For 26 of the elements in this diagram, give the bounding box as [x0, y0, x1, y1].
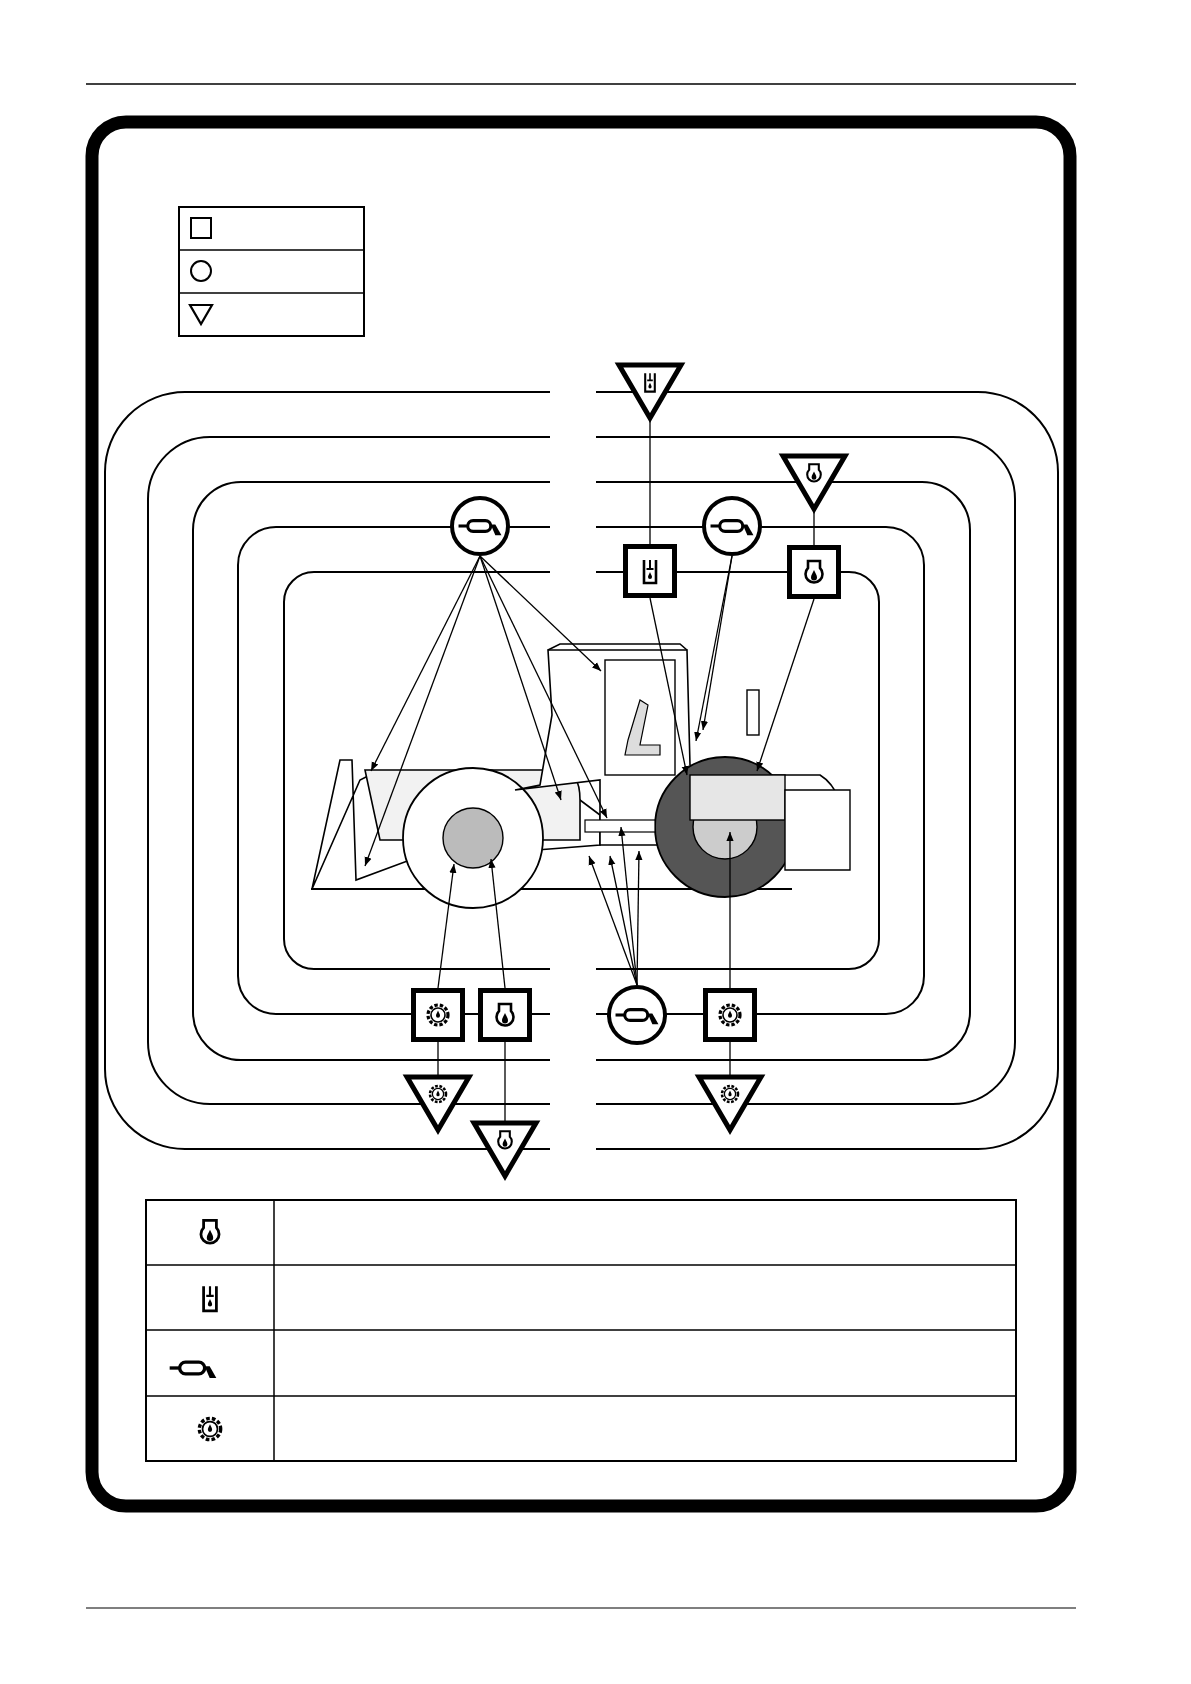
interval-square: [411, 988, 465, 1042]
interval-circle: [702, 496, 762, 556]
leader-line: [370, 555, 481, 772]
leader-line: [588, 855, 638, 986]
interval-triangle: [471, 1120, 539, 1178]
leader-line: [479, 555, 608, 819]
interval-square: [787, 545, 841, 599]
leader-line: [364, 555, 481, 867]
interval-square: [703, 988, 757, 1042]
interval-circle: [607, 985, 667, 1045]
interval-square: [623, 544, 677, 598]
leader-line: [635, 850, 643, 986]
leader-line: [479, 555, 562, 801]
leader-line: [488, 858, 506, 989]
leader-line: [700, 555, 733, 731]
interval-triangle: [696, 1074, 764, 1132]
leader-line: [756, 598, 815, 772]
interval-triangle: [404, 1074, 472, 1132]
interval-square: [478, 988, 532, 1042]
leader-line: [479, 555, 602, 672]
interval-circle: [450, 496, 510, 556]
interval-triangle: [616, 362, 684, 420]
leader-line: [649, 597, 689, 776]
leader-line: [726, 831, 734, 989]
interval-triangle: [780, 453, 848, 511]
leader-line: [437, 863, 457, 989]
